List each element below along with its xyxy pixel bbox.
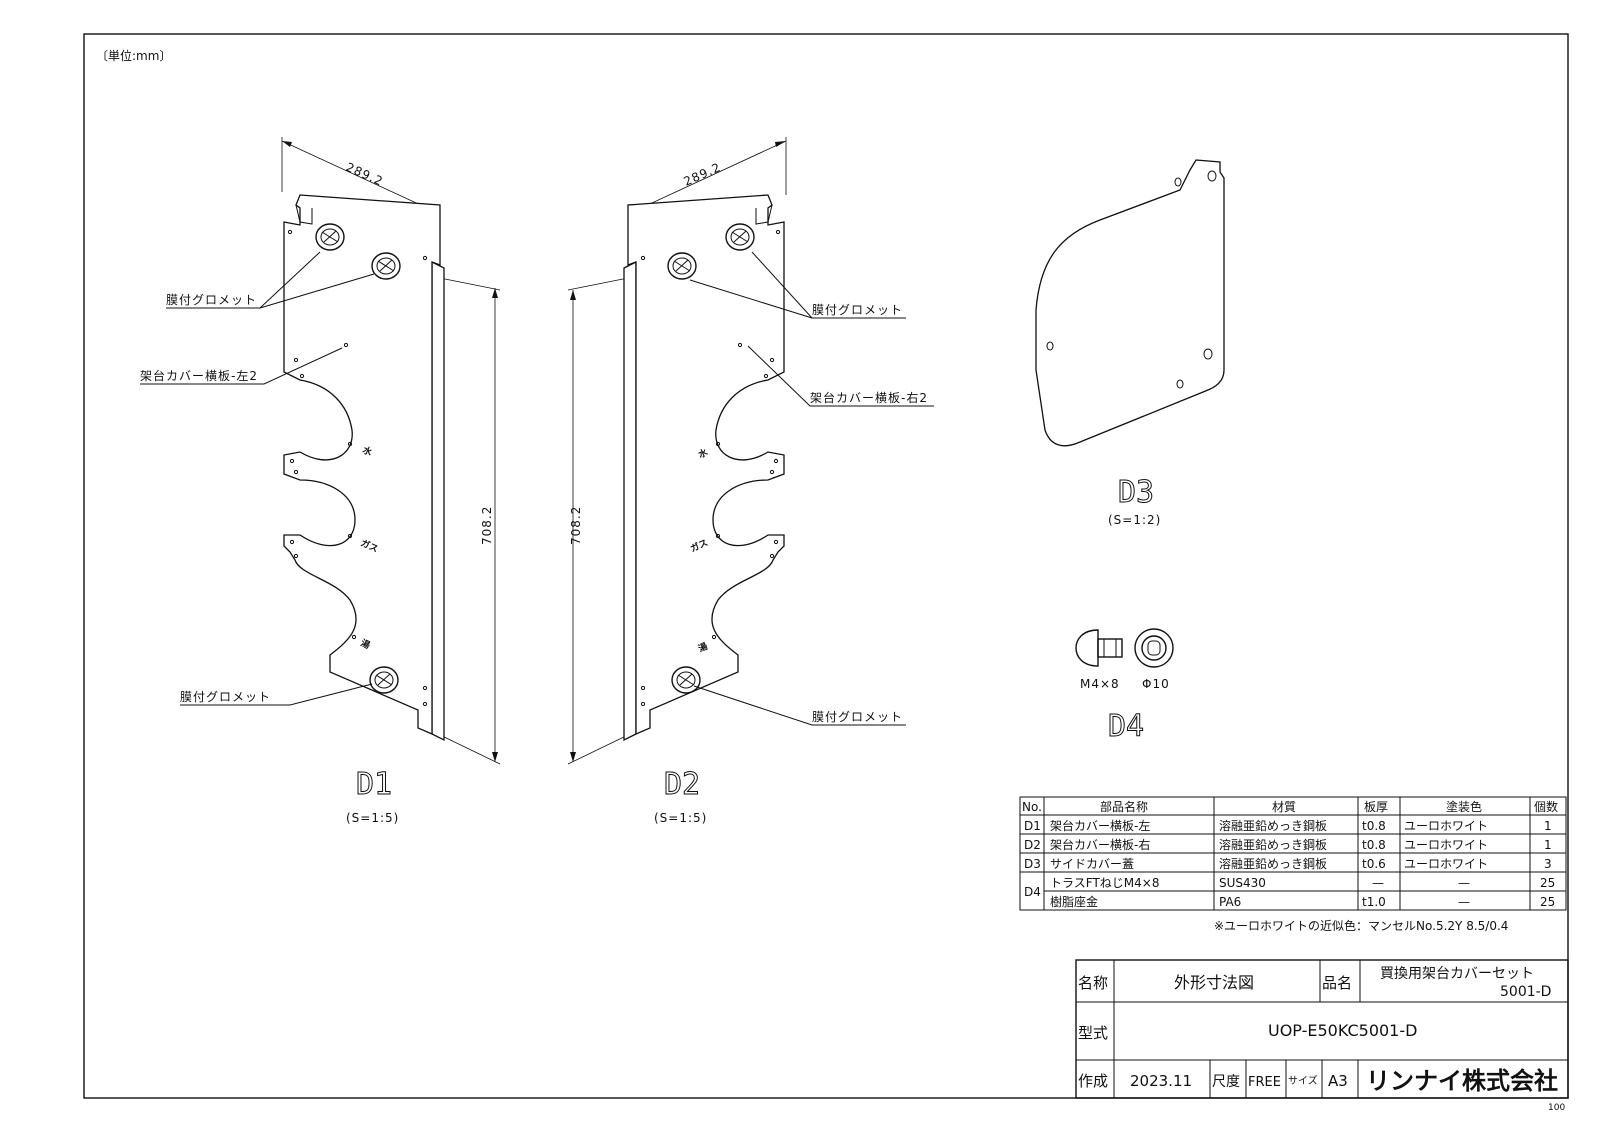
page-number: 100 xyxy=(1548,1103,1565,1113)
tb-size-label: サイズ xyxy=(1288,1074,1318,1087)
drawing-frame xyxy=(83,33,1569,1099)
title-block: 名称 外形寸法図 品名 買換用架台カバーセット 5001-D 型式 UOP-E5… xyxy=(1075,959,1569,1099)
d2-panel xyxy=(627,194,785,735)
d1-view-name: D1 xyxy=(356,767,392,802)
d1-mark-hot: 湯 xyxy=(359,637,372,652)
table-row-washer-thickness: t1.0 xyxy=(1362,895,1386,909)
table-row-d1-color: ユーロホワイト xyxy=(1404,819,1488,833)
d1-grommet-1 xyxy=(315,223,345,251)
d2-grommet-2 xyxy=(667,252,697,280)
d1-width-dim: 289.2 xyxy=(344,160,386,189)
table-row-d1-material: 溶融亜鉛めっき鋼板 xyxy=(1219,818,1327,833)
tb-model-value: UOP-E50KC5001-D xyxy=(1268,1021,1417,1040)
th-name: 部品名称 xyxy=(1100,799,1148,814)
view-d1: 289.2 708.2 xyxy=(140,137,501,825)
d2-grommet-label-bottom: 膜付グロメット xyxy=(812,710,903,724)
tb-name-label: 名称 xyxy=(1078,974,1108,992)
th-thickness: 板厚 xyxy=(1364,800,1388,814)
table-row-d1-thickness: t0.8 xyxy=(1362,819,1386,833)
table-row-d2-name: 架台カバー横板-右 xyxy=(1050,837,1150,852)
table-row-d2-color: ユーロホワイト xyxy=(1404,838,1488,852)
table-row-d3-material: 溶融亜鉛めっき鋼板 xyxy=(1219,856,1327,871)
tb-scale-label: 尺度 xyxy=(1212,1074,1240,1090)
view-d3: D3 (S=1:2) xyxy=(1035,159,1225,527)
table-row-d4-qty: 25 xyxy=(1540,876,1555,890)
th-qty: 個数 xyxy=(1534,799,1558,814)
table-row-d1-name: 架台カバー横板-左 xyxy=(1050,818,1150,833)
tb-product-label: 品名 xyxy=(1322,974,1352,992)
d1-grommet-label-top: 膜付グロメット xyxy=(166,293,257,307)
table-row-d1-no: D1 xyxy=(1024,819,1041,833)
table-row-d2-material: 溶融亜鉛めっき鋼板 xyxy=(1219,837,1327,852)
d2-panel-label: 架台カバー横板-右2 xyxy=(810,390,928,405)
table-row-d4-thickness: — xyxy=(1372,876,1384,890)
d1-grommet-3 xyxy=(369,666,399,694)
tb-product-line2: 5001-D xyxy=(1500,984,1551,1000)
d1-height-dim: 708.2 xyxy=(480,506,494,545)
table-row-d1-qty: 1 xyxy=(1544,819,1552,833)
tb-name-value: 外形寸法図 xyxy=(1174,973,1254,992)
table-row-d3-thickness: t0.6 xyxy=(1362,857,1386,871)
d1-grommet-label-bottom: 膜付グロメット xyxy=(180,690,271,704)
tb-size-value: A3 xyxy=(1328,1072,1348,1090)
d2-view-scale: (S=1:5) xyxy=(654,811,707,825)
table-row-d2-thickness: t0.8 xyxy=(1362,838,1386,852)
view-d4: M4×8 Φ10 D4 xyxy=(1075,628,1174,745)
d2-height-dim: 708.2 xyxy=(569,506,583,545)
table-row-d2-qty: 1 xyxy=(1544,838,1552,852)
d4-washer-size: Φ10 xyxy=(1142,677,1170,691)
table-row-washer-color: — xyxy=(1458,895,1470,909)
d1-grommet-2 xyxy=(371,252,401,280)
view-d2: 289.2 708.2 xyxy=(567,137,934,825)
parts-table: No. 部品名称 材質 板厚 塗装色 個数 D1 架台カバー横板-左 溶融亜鉛め… xyxy=(1019,796,1567,933)
d2-view-name: D2 xyxy=(664,767,700,802)
d3-view-name: D3 xyxy=(1118,475,1154,510)
th-color: 塗装色 xyxy=(1446,799,1482,814)
d3-cover-plate xyxy=(1035,159,1225,447)
table-row-d3-qty: 3 xyxy=(1544,857,1552,871)
table-row-d2-no: D2 xyxy=(1024,838,1041,852)
tb-model-label: 型式 xyxy=(1078,1024,1108,1042)
unit-note: 〔単位:mm〕 xyxy=(96,48,171,63)
table-row-d4-material: SUS430 xyxy=(1219,876,1266,890)
tb-company-logo: リンナイ株式会社 xyxy=(1366,1067,1558,1095)
d1-panel-label: 架台カバー横板-左2 xyxy=(140,368,258,383)
table-row-d3-color: ユーロホワイト xyxy=(1404,857,1488,871)
table-row-washer-qty: 25 xyxy=(1540,895,1555,909)
table-row-d4-color: — xyxy=(1458,876,1470,890)
d1-view-scale: (S=1:5) xyxy=(346,811,399,825)
tb-scale-value: FREE xyxy=(1248,1075,1281,1090)
tb-product-line1: 買換用架台カバーセット xyxy=(1380,966,1534,982)
d4-washer-icon xyxy=(1134,628,1174,668)
d4-screw-size: M4×8 xyxy=(1080,677,1120,691)
d3-view-scale: (S=1:2) xyxy=(1108,513,1161,527)
d4-view-name: D4 xyxy=(1108,709,1144,744)
color-note: ※ユーロホワイトの近似色：マンセルNo.5.2Y 8.5/0.4 xyxy=(1214,919,1508,933)
th-no: No. xyxy=(1022,800,1042,814)
d4-screw-icon xyxy=(1075,629,1123,667)
tb-made-value: 2023.11 xyxy=(1130,1072,1192,1090)
d2-mark-hot: 湯 xyxy=(696,640,709,655)
table-row-d3-no: D3 xyxy=(1024,857,1041,871)
d2-grommet-label-top: 膜付グロメット xyxy=(812,303,903,317)
table-row-d4-name: トラスFTねじM4×8 xyxy=(1050,876,1159,890)
table-row-d3-name: サイドカバー蓋 xyxy=(1050,857,1134,871)
table-row-d4-no: D4 xyxy=(1024,885,1041,899)
th-material: 材質 xyxy=(1272,799,1296,814)
table-row-washer-name: 樹脂座金 xyxy=(1050,894,1098,909)
d2-width-dim: 289.2 xyxy=(682,160,724,189)
d2-grommet-3 xyxy=(671,666,701,694)
tb-made-label: 作成 xyxy=(1078,1072,1108,1090)
d2-grommet-1 xyxy=(725,223,755,251)
d1-panel xyxy=(283,194,441,735)
table-row-washer-material: PA6 xyxy=(1219,895,1241,909)
